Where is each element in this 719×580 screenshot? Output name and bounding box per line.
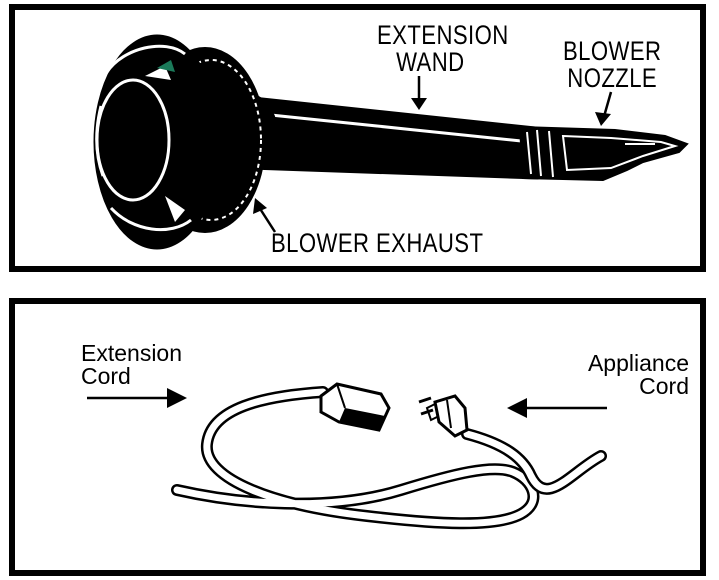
blower-illustration [93, 34, 689, 250]
appliance-cord-label: Appliance Cord [555, 352, 689, 398]
blower-nozzle [518, 125, 689, 182]
extension-cord-label-line2: Cord [81, 363, 131, 389]
blower-diagram-panel: EXTENSION WAND BLOWER NOZZLE BLOWER EXHA… [9, 4, 706, 272]
extension-wand-label-line1: EXTENSION [377, 20, 509, 50]
callout-arrows [253, 76, 613, 233]
cord-diagram-panel: Extension Cord Appliance Cord [9, 298, 706, 576]
wand-highlight [260, 112, 532, 144]
blower-nozzle-label-line2: NOZZLE [567, 63, 658, 93]
appliance-cord-label-line1: Appliance [587, 350, 689, 376]
blower-exhaust-label: BLOWER EXHAUST [271, 228, 484, 258]
blower-nozzle-label: BLOWER NOZZLE [563, 38, 661, 92]
extension-cord [171, 386, 540, 530]
motor-housing [93, 34, 221, 250]
extension-cord-label: Extension Cord [81, 342, 182, 388]
extension-cord-label-line1: Extension [81, 340, 183, 366]
cord-callout-arrows [87, 388, 607, 418]
appliance-cord-label-line2: Cord [639, 373, 689, 399]
cord-illustration [87, 382, 607, 530]
extension-cord-socket [319, 382, 391, 432]
green-marker [157, 60, 175, 72]
appliance-cord [461, 428, 607, 495]
blower-nozzle-label-line1: BLOWER [563, 36, 662, 66]
extension-wand-label-line2: WAND [396, 47, 465, 77]
extension-wand-label: EXTENSION WAND [377, 20, 509, 77]
appliance-plug [418, 394, 469, 438]
